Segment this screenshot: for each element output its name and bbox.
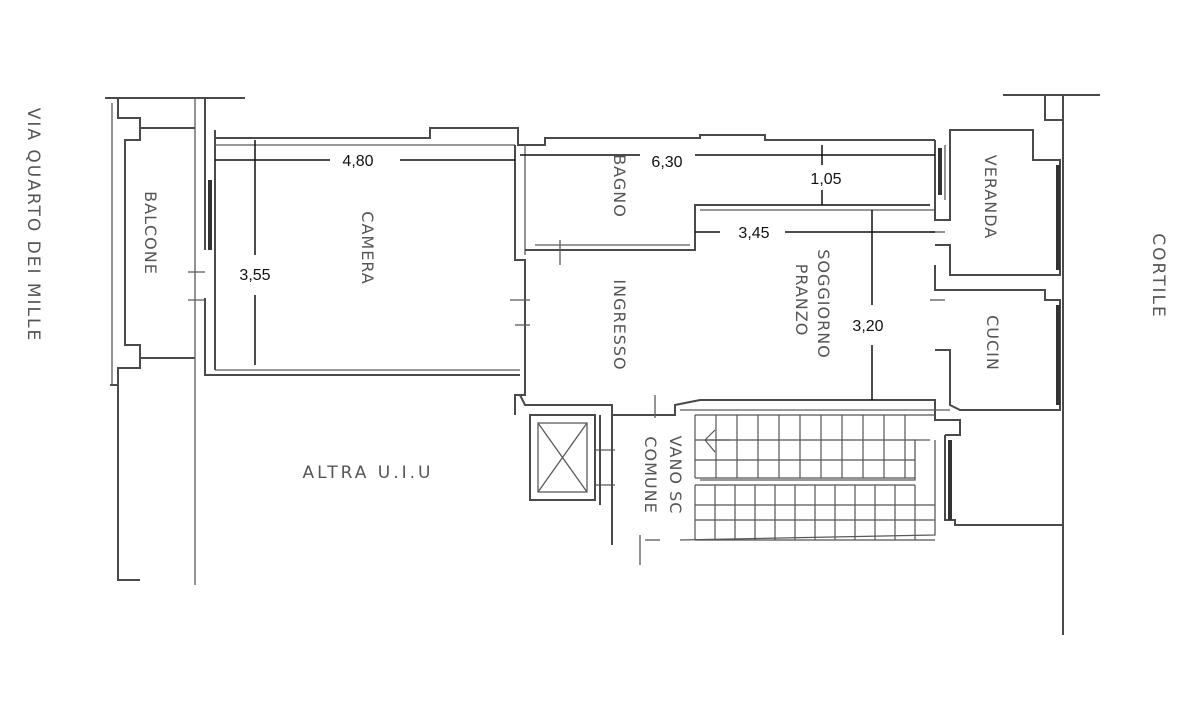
dim-soggiorno-width: 3,45 [738,225,769,242]
room-soggiorno: SOGGIORNO [814,249,833,359]
room-camera: CAMERA [358,211,377,284]
room-balcone: BALCONE [141,191,160,275]
stair-tread [704,439,716,453]
room-cucina: CUCIN [983,315,1002,371]
walls [105,94,1100,635]
staircase [694,414,935,541]
room-bagno: BAGNO [610,154,629,218]
dimension-lines [215,140,935,400]
dim-depth-top: 1,05 [810,171,841,188]
dim-soggiorno-depth: 3,20 [852,318,883,335]
room-vano-sc: VANO SC [666,436,685,515]
stair-tread [704,429,716,441]
room-pranzo: PRANZO [792,264,811,337]
window-marks [208,148,1060,520]
street-label-right: CORTILE [1148,233,1168,318]
dim-total-width: 6,30 [651,154,682,171]
room-veranda: VERANDA [981,155,1000,239]
dimension-labels: 4,80 6,30 1,05 3,45 3,55 3,20 [239,153,883,335]
dim-camera-depth: 3,55 [239,267,270,284]
room-ingresso: INGRESSO [610,279,629,370]
street-label-left: VIA QUARTO DEI MILLE [23,108,43,343]
dim-camera-width: 4,80 [342,153,373,170]
room-altra-uiu: ALTRA U.I.U [302,463,433,483]
room-labels: VIA QUARTO DEI MILLE CORTILE BALCONE CAM… [23,108,1168,515]
room-comune: COMUNE [641,436,660,513]
